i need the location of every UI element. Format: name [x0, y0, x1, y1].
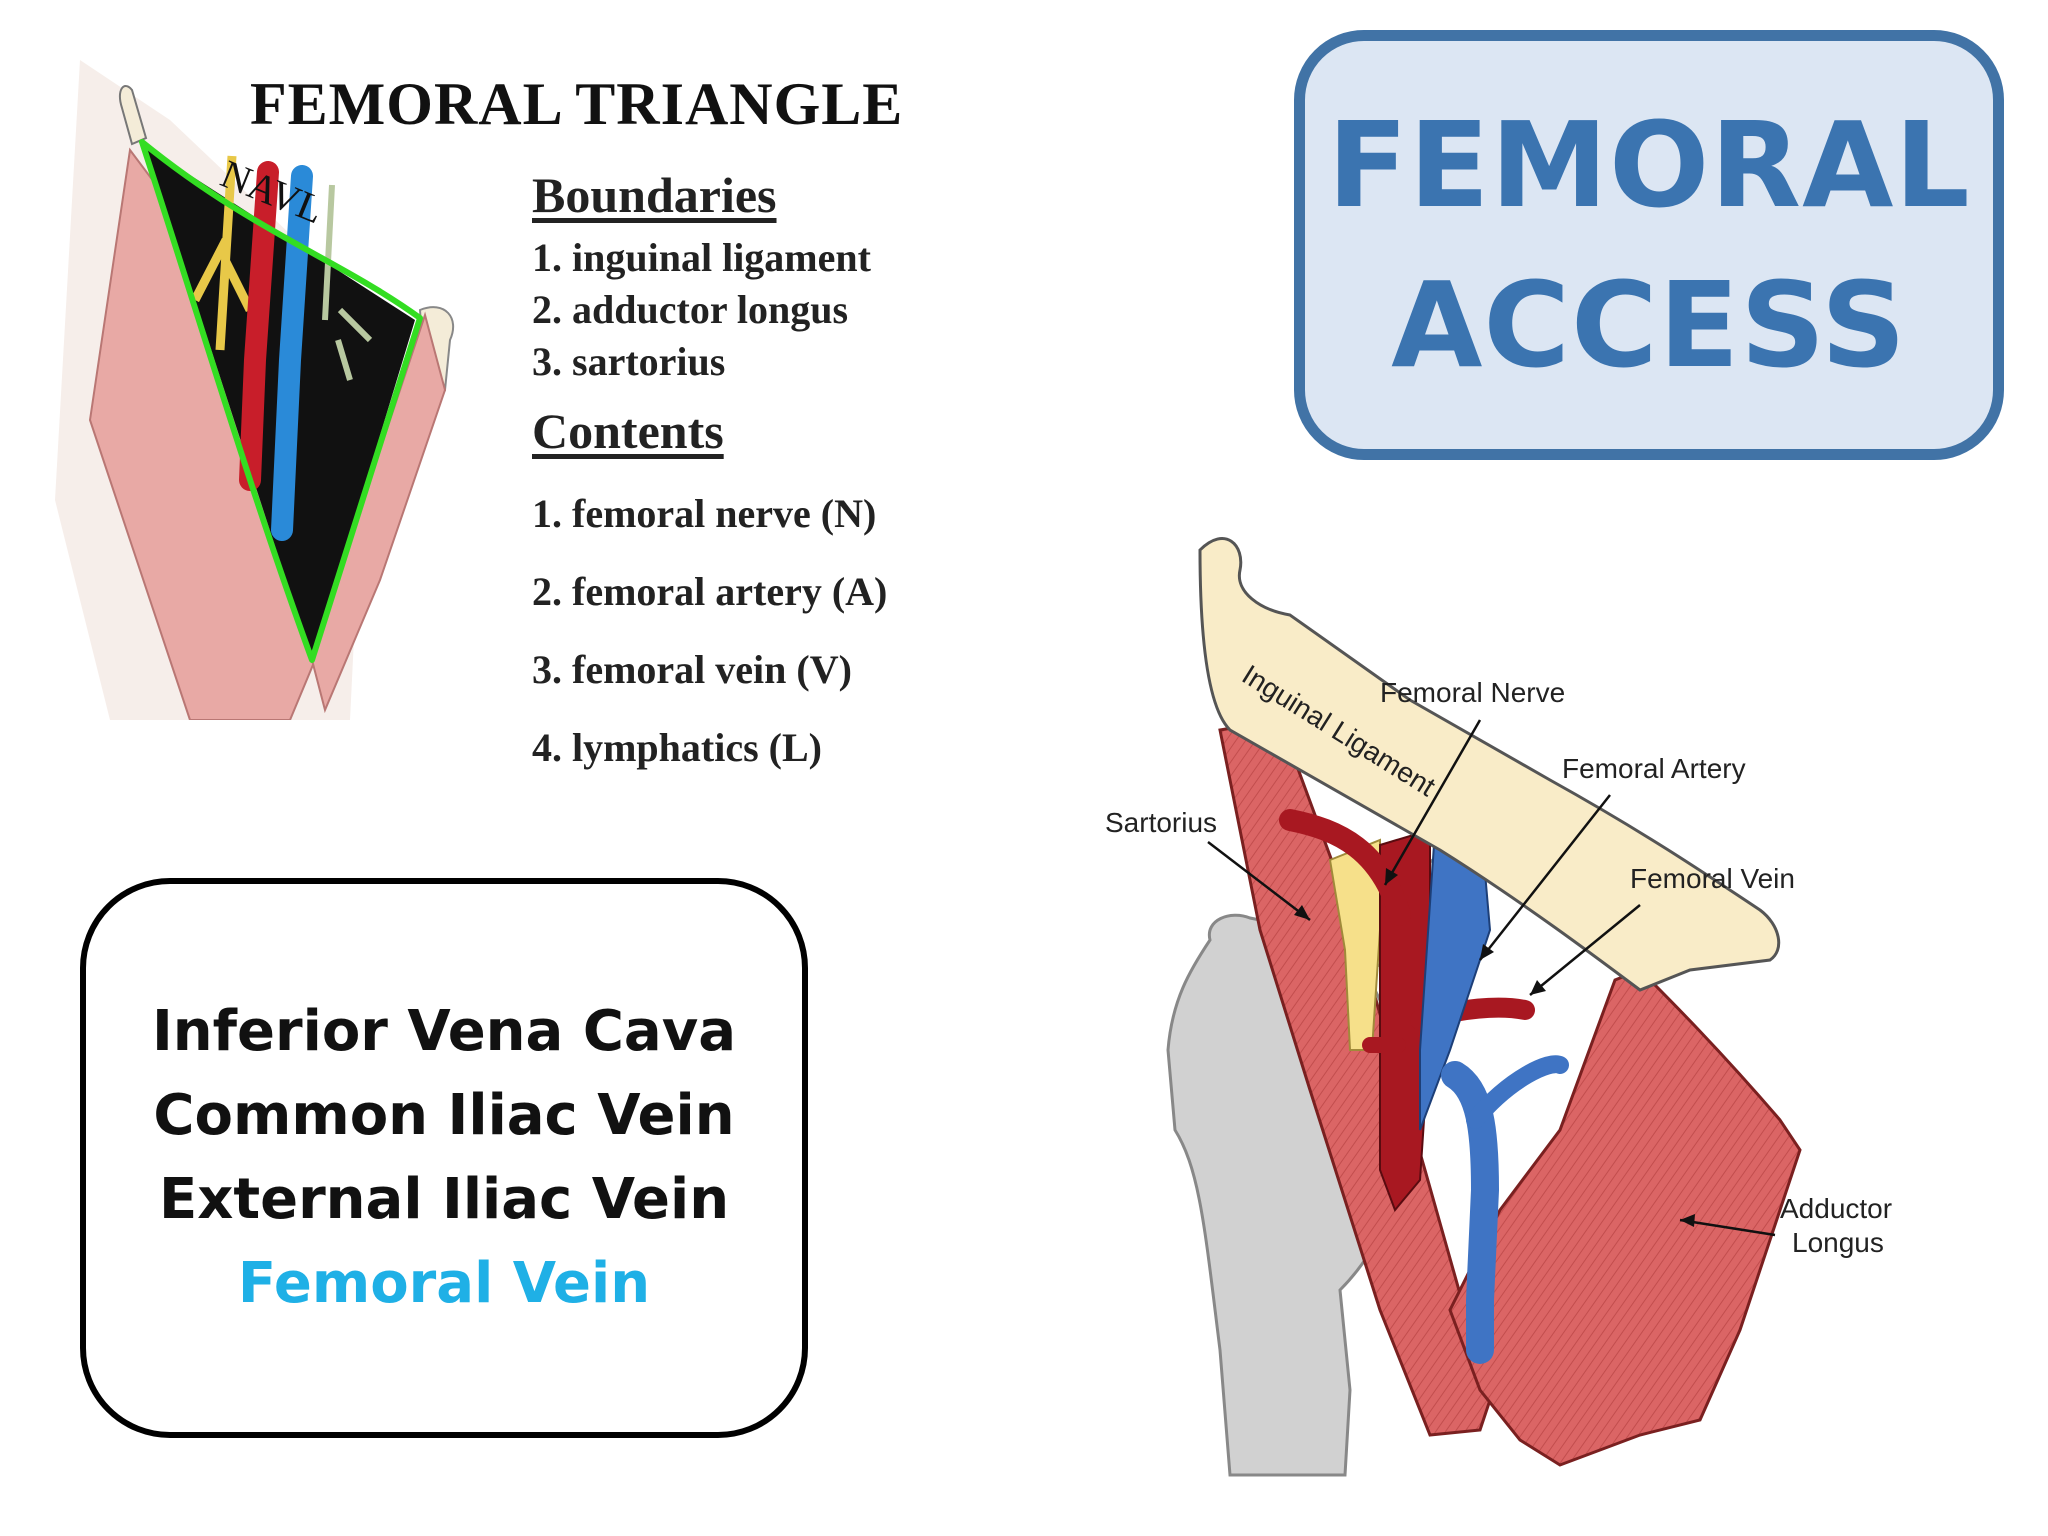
triangle-outline — [139, 139, 423, 663]
nerve-leader-line — [1383, 719, 1482, 886]
femoral-nerve-label: Femoral Nerve — [1380, 677, 1565, 708]
boundaries-heading: Boundaries — [532, 167, 777, 223]
femoral-artery-label: Femoral Artery — [1562, 753, 1746, 784]
iliac-spine-shape — [118, 85, 148, 146]
title-line: FEMORAL — [1327, 96, 1971, 234]
sartorius-muscle — [1218, 718, 1492, 1437]
adductor-longus-muscle — [1448, 968, 1802, 1467]
contents-item: 2. femoral artery (A) — [532, 569, 888, 614]
triangle-nerve-shape — [191, 155, 255, 351]
vein-leader-arrowhead — [1530, 980, 1546, 995]
femoral-vein-label: Femoral Vein — [1630, 863, 1795, 894]
contents-item: 1. femoral nerve (N) — [532, 491, 877, 536]
adductor-longus-label-line2: Longus — [1792, 1227, 1884, 1258]
adductor-longus-label-line1: Adductor — [1780, 1193, 1892, 1224]
inguinal-ligament — [1198, 537, 1781, 992]
artery-leader-arrowhead — [1480, 944, 1494, 960]
sartorius-label: Sartorius — [1105, 807, 1217, 838]
femoral-artery — [1379, 828, 1431, 1212]
femoral-triangle-illustration — [55, 60, 455, 720]
vein-path-line: Common Iliac Vein — [153, 1083, 735, 1148]
contents-item: 3. femoral vein (V) — [532, 647, 852, 692]
contents-item: 4. lymphatics (L) — [532, 725, 822, 770]
adductor-leader-arrowhead — [1680, 1214, 1695, 1227]
boundary-item: 3. sartorius — [532, 339, 726, 384]
femoral-access-title-box: FEMORAL ACCESS — [1294, 30, 2004, 460]
boundary-item: 2. adductor longus — [532, 287, 849, 332]
triangle-vein-shape — [271, 165, 313, 541]
vein-leader-line — [1529, 904, 1641, 996]
femoral-vein-highlight: Femoral Vein — [237, 1251, 651, 1316]
artery-branch — [1279, 809, 1411, 926]
vein-path-line: External Iliac Vein — [158, 1167, 730, 1232]
boundaries-list: 1. inguinal ligament 2. adductor longus … — [532, 232, 871, 388]
femoral-anatomy-diagram: Inguinal Ligament Femoral Nerve Femoral … — [1105, 537, 1892, 1477]
venous-pathway-box: Inferior Vena Cava Common Iliac Vein Ext… — [80, 878, 808, 1438]
triangle-lymph-shape — [322, 184, 373, 381]
contents-list: 1. femoral nerve (N) 2. femoral artery (… — [532, 488, 887, 800]
contents-heading: Contents — [532, 403, 724, 459]
title-line: ACCESS — [1391, 256, 1907, 394]
artery-leader-line — [1479, 794, 1611, 961]
vein-branch — [1466, 1055, 1569, 1129]
boundary-item: 1. inguinal ligament — [532, 235, 871, 280]
nerve-leader-arrowhead — [1385, 868, 1398, 885]
triangle-artery-shape — [239, 161, 279, 491]
sartorius-leader-arrowhead — [1294, 905, 1310, 920]
vein-path-line: Inferior Vena Cava — [151, 999, 737, 1064]
sartorius-leader-line — [1207, 841, 1311, 921]
adductor-leader-line — [1679, 1218, 1776, 1237]
femoral-triangle-title: FEMORAL TRIANGLE — [250, 71, 904, 137]
